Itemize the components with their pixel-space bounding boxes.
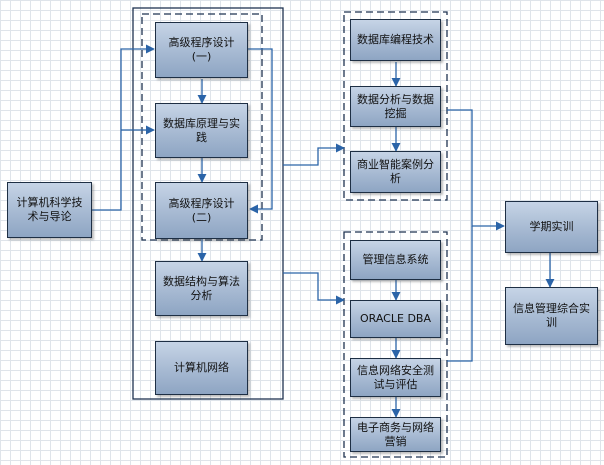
edge-core-to-data-analysis: [283, 143, 345, 166]
node-data-structures: 数据结构与算法分析: [155, 261, 248, 316]
edge-adv-prog-1-to-adv-prog-2: [248, 48, 273, 214]
node-semester-practice: 学期实训: [505, 201, 598, 253]
data-analysis-dashed-group: [343, 11, 448, 201]
node-data-mining: 数据分析与数据挖掘: [350, 86, 441, 127]
programming-dashed-group: [141, 13, 263, 241]
node-adv-prog-1: 高级程序设计(一): [155, 22, 248, 78]
node-info-mgmt-practice: 信息管理综合实训: [505, 287, 598, 345]
node-intro: 计算机科学技术与导论: [7, 182, 92, 238]
node-adv-prog-2: 高级程序设计(二): [155, 182, 248, 239]
edge-information-systems-to-semester-practice: [447, 226, 473, 362]
core-course-outer-group: [132, 7, 284, 400]
node-db-principles: 数据库原理与实践: [155, 103, 248, 158]
information-systems-dashed-group: [343, 231, 448, 458]
node-security-eval: 信息网络安全测试与评估: [350, 358, 441, 397]
edge-core-to-information-systems: [283, 272, 345, 305]
node-mis: 管理信息系统: [350, 240, 441, 280]
node-db-programming: 数据库编程技术: [350, 19, 441, 61]
node-oracle-dba: ORACLE DBA: [350, 300, 441, 338]
edge-data-analysis-to-semester-practice: [447, 109, 505, 231]
node-networks: 计算机网络: [155, 341, 248, 395]
node-business-intel: 商业智能案例分析: [350, 151, 441, 193]
node-ecommerce: 电子商务与网络营销: [350, 417, 441, 452]
